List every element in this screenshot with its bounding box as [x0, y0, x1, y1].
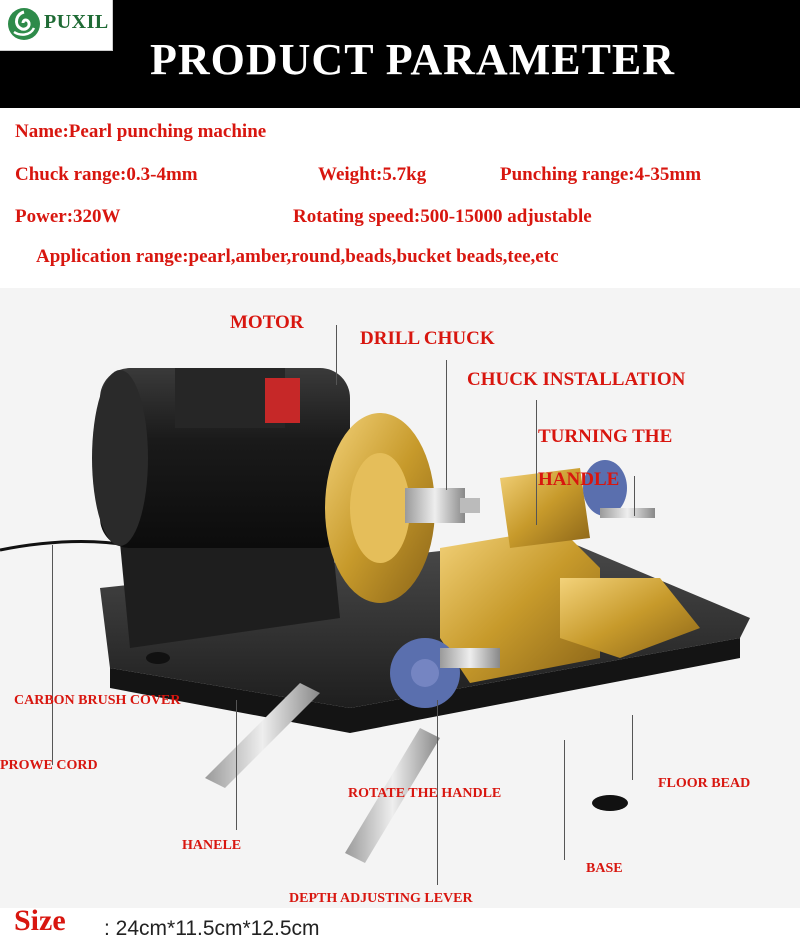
base-pointer-line — [564, 740, 565, 860]
swirl-logo-icon — [8, 8, 40, 40]
hanele-pointer-line — [236, 700, 237, 830]
spec-power: Power:320W — [15, 206, 121, 227]
floor-bead-pointer-line — [632, 715, 633, 780]
callout-turning-the: TURNING THE — [538, 426, 673, 447]
callout-depth-adjusting-lever: DEPTH ADJUSTING LEVER — [289, 891, 473, 906]
motor-pointer-line — [336, 325, 337, 385]
callout-prowe-cord: PROWE CORD — [0, 758, 98, 773]
page-title: PRODUCT PARAMETER — [150, 35, 676, 84]
size-label: Size — [14, 904, 66, 937]
prowe-cord-pointer-line — [52, 545, 53, 765]
callout-motor: MOTOR — [230, 312, 304, 333]
depth-lever-pointer-line — [437, 700, 438, 885]
spec-weight: Weight:5.7kg — [318, 164, 427, 185]
brand-logo: PUXIL — [0, 0, 113, 51]
handle-pointer-line — [634, 476, 635, 516]
callout-base: BASE — [586, 861, 623, 876]
product-photo — [0, 288, 800, 908]
machine-illustration — [0, 288, 800, 908]
spec-rotating-speed: Rotating speed:500-15000 adjustable — [293, 206, 592, 227]
callout-hanele: HANELE — [182, 838, 242, 853]
callout-drill-chuck: DRILL CHUCK — [360, 328, 495, 349]
size-value: : 24cm*11.5cm*12.5cm — [104, 917, 320, 940]
callout-floor-bead: FLOOR BEAD — [658, 776, 751, 791]
callout-carbon-brush-cover: CARBON BRUSH COVER — [14, 693, 181, 708]
spec-punching-range: Punching range:4-35mm — [500, 164, 702, 185]
header-banner — [0, 0, 800, 108]
brand-name: PUXIL — [44, 11, 109, 33]
callout-rotate-the-handle: ROTATE THE HANDLE — [348, 786, 502, 801]
spec-name: Name:Pearl punching machine — [15, 121, 267, 142]
callout-handle: HANDLE — [538, 469, 620, 490]
drill-chuck-pointer-line — [446, 360, 447, 490]
callout-chuck-installation: CHUCK INSTALLATION — [467, 369, 686, 390]
chuck-installation-pointer-line — [536, 400, 537, 525]
spec-chuck-range: Chuck range:0.3-4mm — [15, 164, 198, 185]
spec-application: Application range:pearl,amber,round,bead… — [36, 246, 559, 267]
